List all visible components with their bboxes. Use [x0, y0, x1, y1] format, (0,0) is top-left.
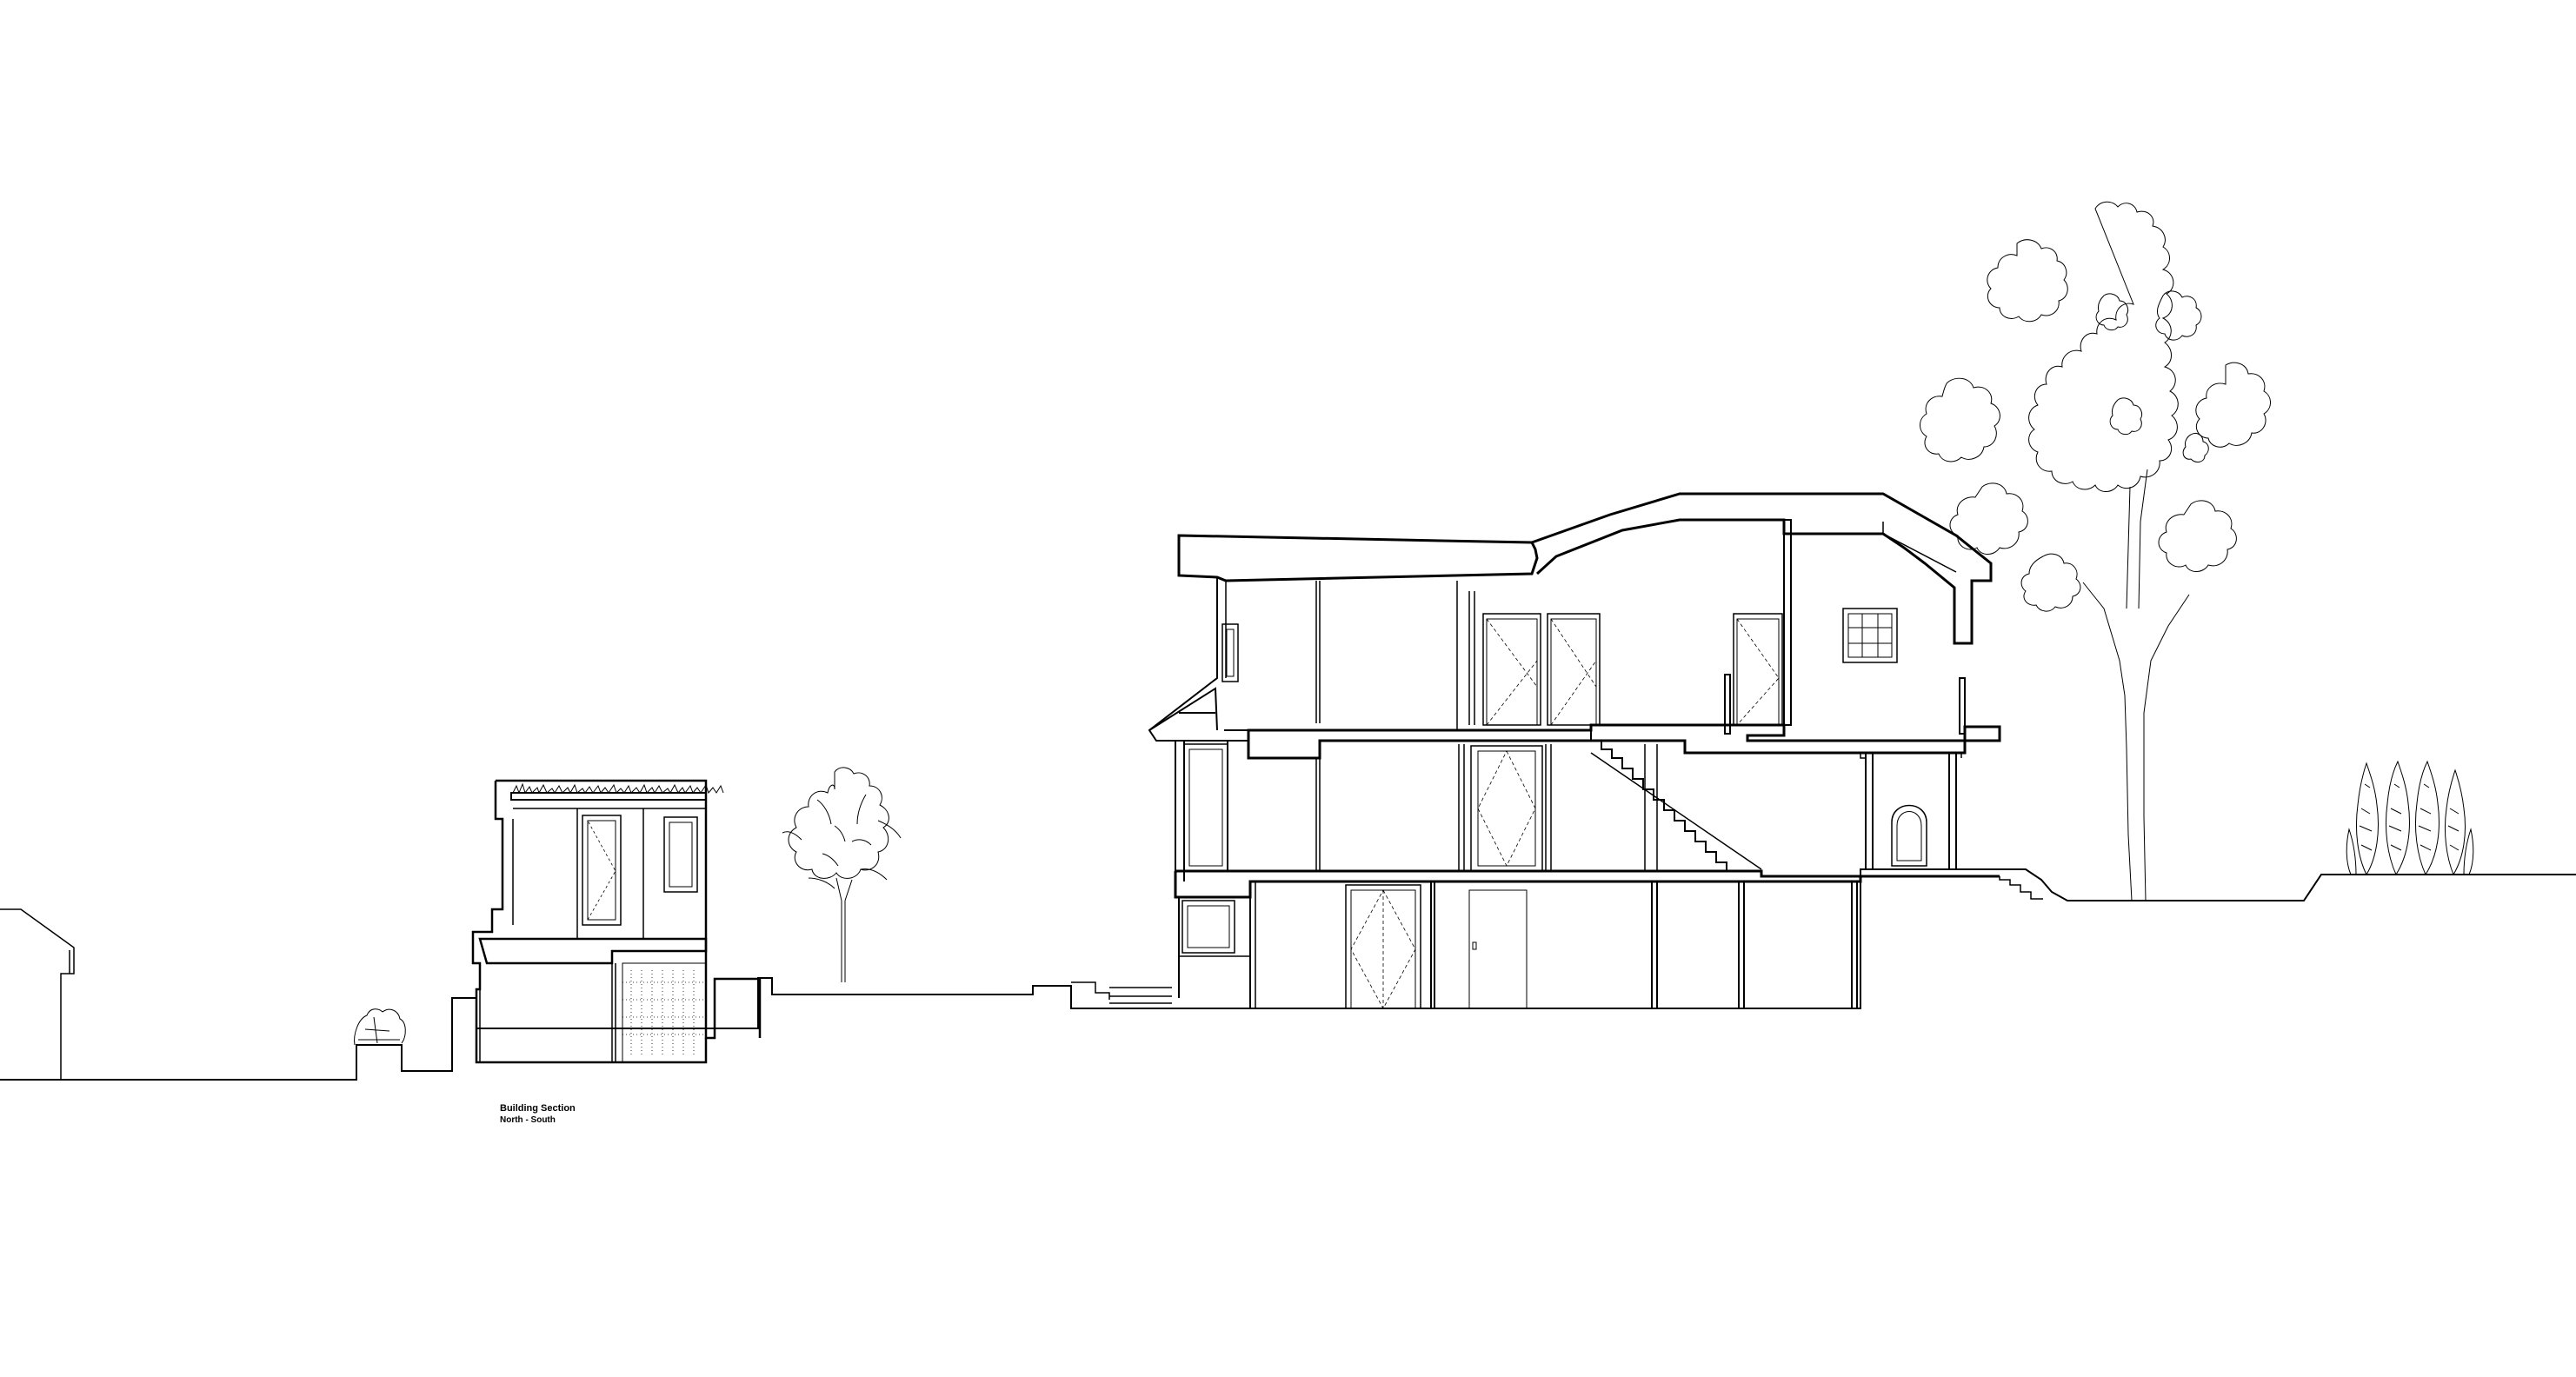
small-tree [782, 767, 902, 982]
small-building-section [471, 779, 762, 1064]
caption-subtitle: North - South [500, 1115, 556, 1125]
large-tree [1920, 201, 2271, 901]
ground-line [0, 868, 2576, 1081]
neighbour-house [0, 908, 75, 1080]
cypress-trees [2346, 760, 2474, 876]
main-building-section [1071, 492, 2043, 1009]
small-shrub [354, 1008, 406, 1046]
drawing-caption: Building Section North - South [500, 1102, 576, 1126]
caption-title: Building Section [500, 1103, 576, 1114]
